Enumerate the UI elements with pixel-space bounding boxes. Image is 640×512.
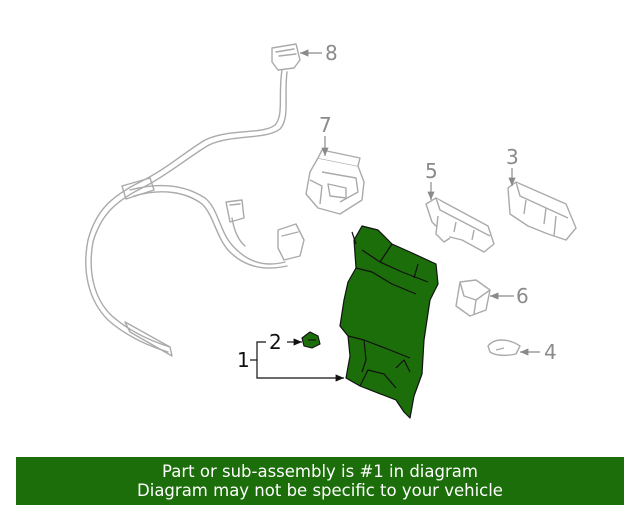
- clip-part-2: [301, 331, 321, 349]
- callout-6: 6: [516, 284, 529, 308]
- callout-1: 1: [237, 348, 250, 372]
- cap-part-4: [487, 339, 521, 357]
- callout-2: 2: [269, 330, 282, 354]
- module-part-6: [455, 279, 491, 317]
- callout-4: 4: [544, 340, 557, 364]
- module-part-7: [305, 149, 365, 215]
- parts-diagram: 1 2 3 4 5 6 7 8: [85, 41, 577, 419]
- leader-lines: [250, 49, 540, 382]
- callout-8: 8: [325, 41, 338, 65]
- callout-7: 7: [319, 113, 332, 137]
- callout-3: 3: [506, 145, 519, 169]
- wiring-harness-part: [85, 43, 305, 357]
- bracket-part-5: [425, 197, 495, 253]
- callout-5: 5: [425, 159, 438, 183]
- bracket-part-3: [507, 181, 577, 241]
- banner-line-1: Part or sub-assembly is #1 in diagram: [162, 462, 478, 481]
- disclaimer-banner: Part or sub-assembly is #1 in diagram Di…: [16, 457, 624, 505]
- trim-panel-part-1: [339, 225, 439, 419]
- banner-line-2: Diagram may not be specific to your vehi…: [137, 481, 503, 500]
